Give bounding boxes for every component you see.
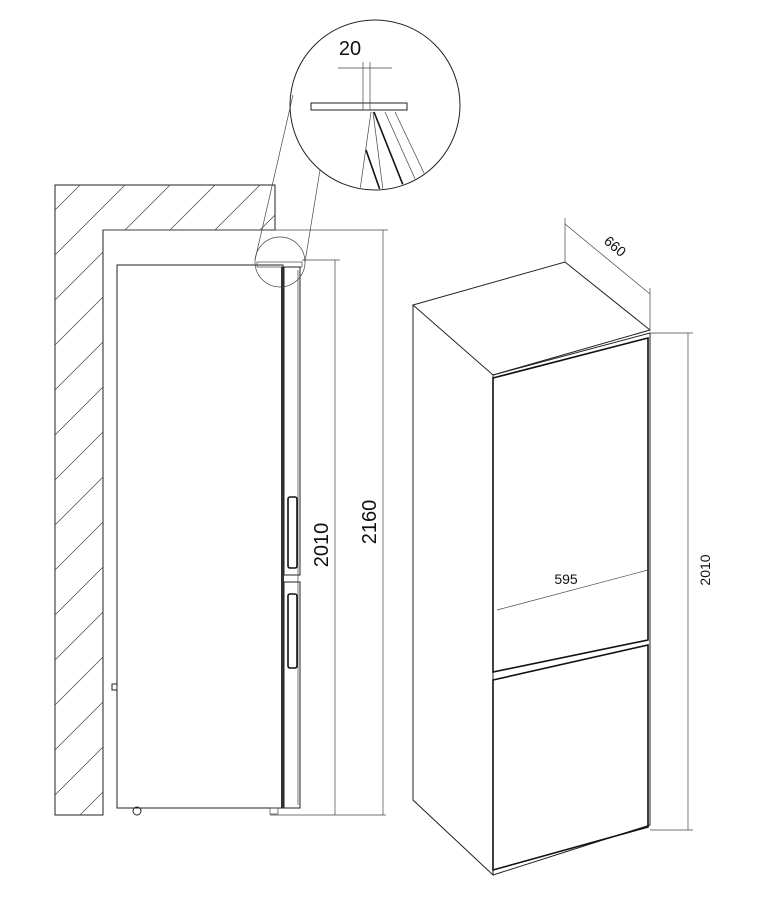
hatch-line — [55, 185, 275, 815]
dimension-label: 2010 — [697, 554, 713, 585]
hatch-line — [55, 185, 275, 815]
dimension-label: 595 — [554, 571, 578, 587]
hatch-line — [55, 185, 226, 815]
dimension-660: 660 — [564, 218, 651, 330]
hatch-line — [380, 130, 771, 830]
hatch-line — [425, 130, 771, 830]
hatch-line — [55, 185, 275, 815]
fridge-side-view — [111, 261, 303, 816]
hatch-line — [55, 185, 275, 815]
hatch-line — [55, 185, 181, 815]
hatch-line — [244, 185, 275, 815]
hatch-line — [55, 185, 275, 815]
hatch-line — [64, 185, 275, 815]
fridge-perspective-view — [411, 261, 652, 877]
dimension-label: 2160 — [359, 500, 381, 545]
hatch-line — [55, 185, 275, 815]
hatch-line — [55, 185, 271, 815]
lower-door — [492, 643, 649, 872]
hatch-line — [109, 185, 275, 815]
upper-door — [492, 336, 649, 673]
lower-handle — [287, 593, 298, 669]
hatch-line — [0, 130, 45, 830]
hatch-line — [55, 185, 275, 815]
hatch-line — [55, 185, 136, 815]
dimension-2160: 2160 — [270, 230, 386, 816]
detail-callout: 20 — [254, 19, 461, 288]
hatch-line — [55, 185, 275, 815]
hatch-line — [199, 185, 275, 815]
dimension-2010-front: 2010 — [650, 332, 713, 831]
wall-hatching — [0, 130, 771, 830]
dimension-595: 595 — [496, 569, 649, 611]
hatch-line — [290, 130, 771, 830]
dimension-label: 20 — [339, 38, 361, 60]
upper-handle — [287, 496, 298, 569]
hatch-line — [335, 130, 771, 830]
hatch-line — [154, 185, 275, 815]
dimension-label: 2010 — [311, 523, 333, 568]
dimension-label: 660 — [601, 233, 629, 260]
hatch-line — [55, 185, 275, 815]
hatch-line — [55, 185, 91, 815]
dimension-2010-side: 2010 — [302, 259, 340, 815]
